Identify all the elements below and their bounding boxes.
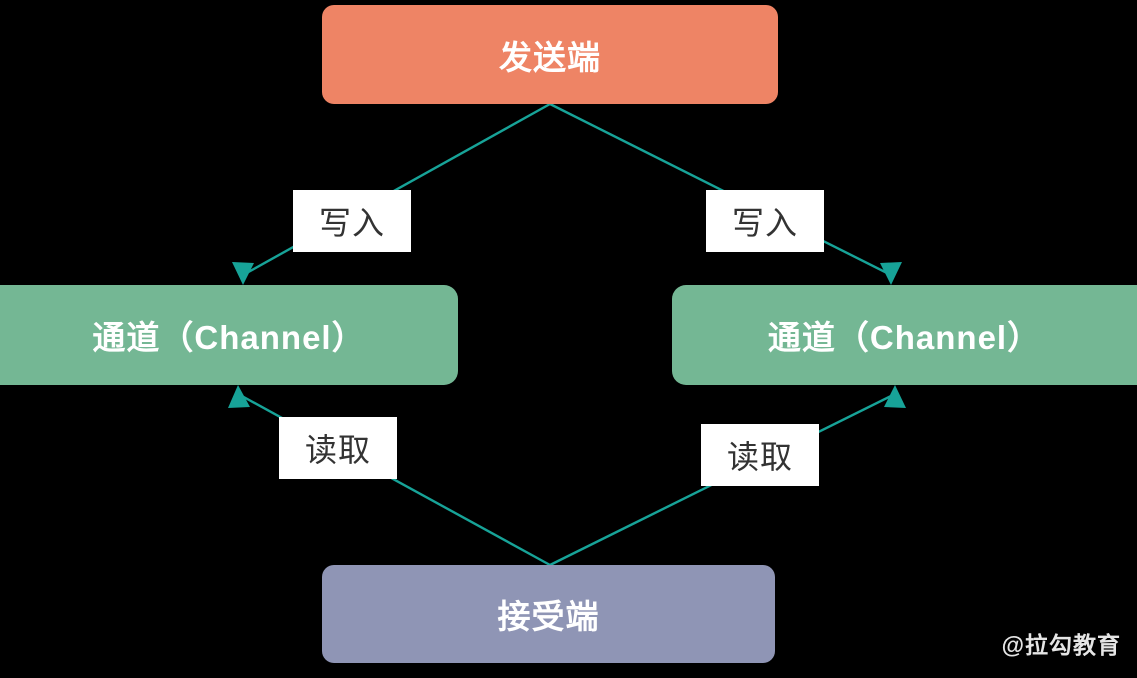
- edge-label-write-right: 写入: [706, 190, 824, 252]
- edge-label-read-right: 读取: [701, 424, 819, 486]
- edge-label-write-left: 写入: [293, 190, 411, 252]
- node-channel-left[interactable]: 通道（Channel）: [0, 285, 458, 385]
- node-receiver[interactable]: 接受端: [322, 565, 775, 663]
- edge-label-read-left: 读取: [279, 417, 397, 479]
- node-channel-right[interactable]: 通道（Channel）: [672, 285, 1137, 385]
- watermark: @拉勾教育: [1001, 632, 1121, 658]
- node-sender[interactable]: 发送端: [322, 5, 778, 104]
